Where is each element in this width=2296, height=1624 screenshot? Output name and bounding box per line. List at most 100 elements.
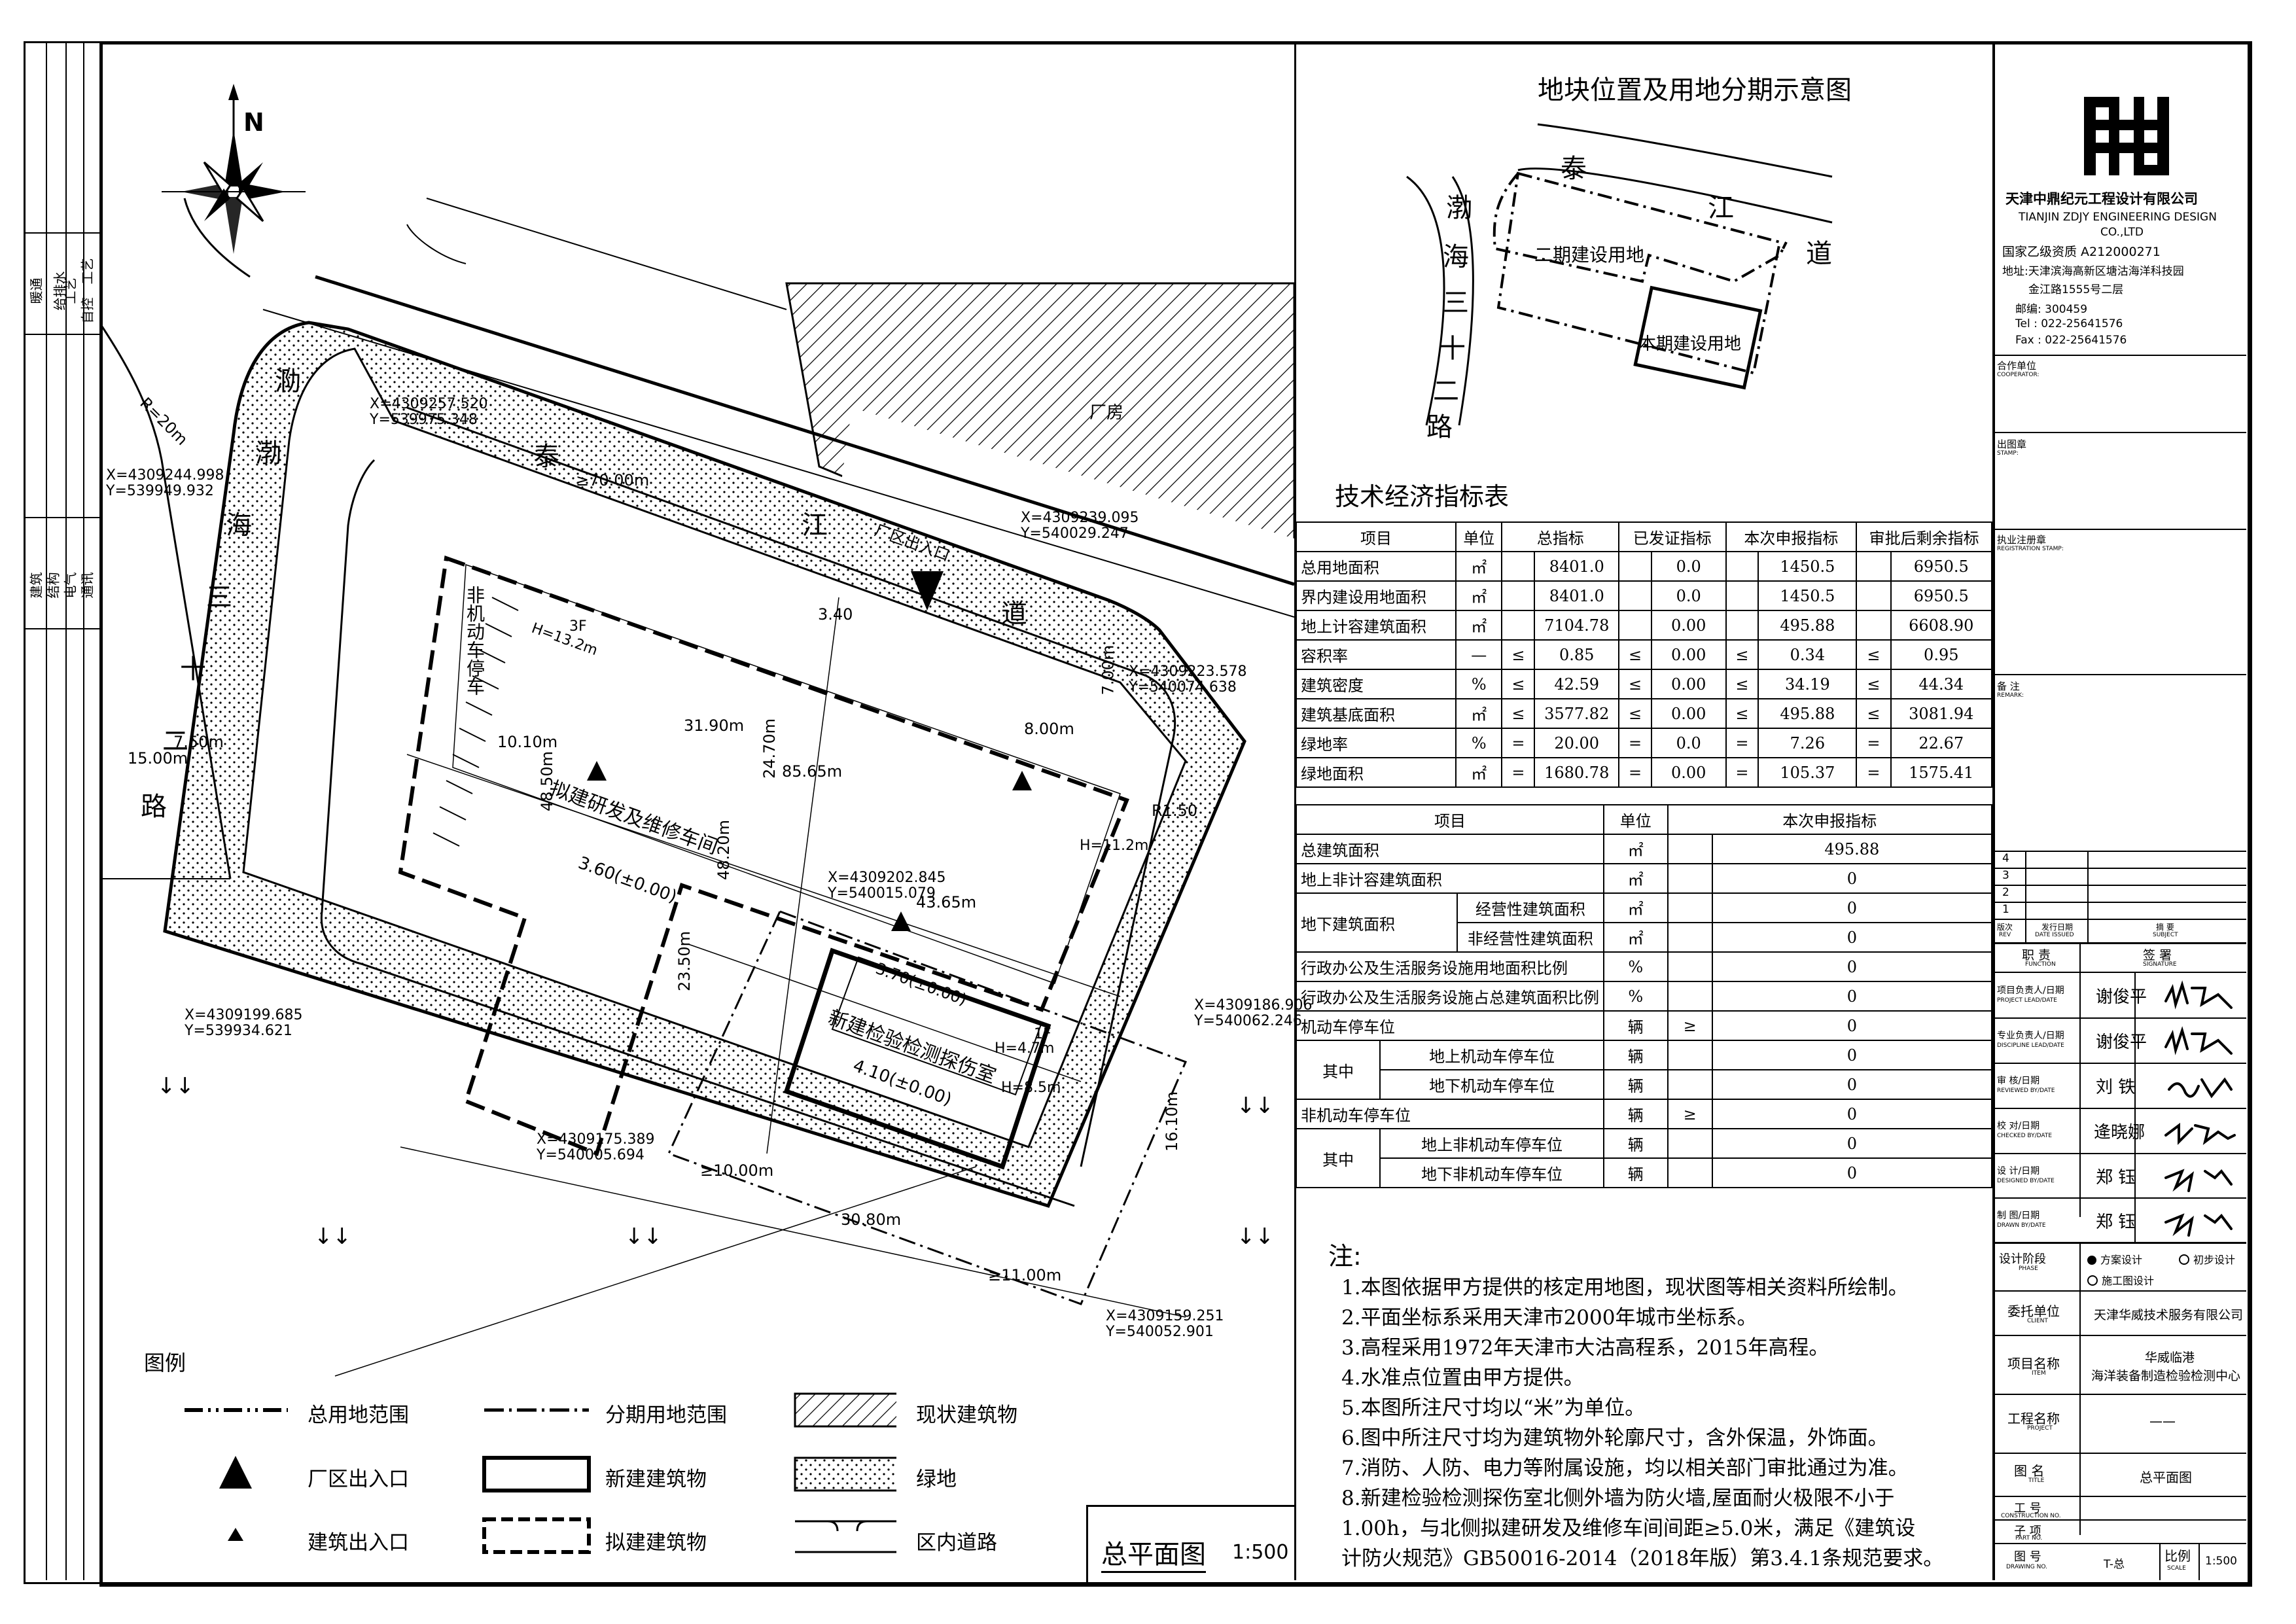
cell-total: 42.59 bbox=[1534, 669, 1620, 699]
new-building-h2: H=8.5m bbox=[1001, 1080, 1061, 1096]
road-char-10: 道 bbox=[1001, 599, 1027, 629]
drawing-frame bbox=[99, 41, 2252, 1587]
radio-selected-icon bbox=[2087, 1256, 2096, 1265]
road-char-3: 海 bbox=[226, 510, 252, 540]
cell-value: 0 bbox=[1711, 1128, 1993, 1159]
cell-op: ≤ bbox=[1856, 639, 1892, 670]
strip-label-comm: 通讯 bbox=[79, 572, 96, 599]
cell-current: 7.26 bbox=[1757, 728, 1858, 758]
cell-op: ≤ bbox=[1501, 669, 1536, 699]
dim-8: 10.10m bbox=[497, 733, 558, 751]
dim-1: 31.90m bbox=[684, 716, 745, 735]
table-row: 行政办公及生活服务设施占总建筑面积比例 % 0 bbox=[1296, 981, 1993, 1012]
cell-op bbox=[1725, 580, 1759, 611]
cell-op bbox=[1667, 951, 1713, 982]
fax: Fax : 022-25641576 bbox=[2015, 334, 2127, 347]
map-road-v-4: 十 bbox=[1439, 334, 1466, 364]
dim-3: 48.20m bbox=[715, 819, 733, 881]
map-road-v-3: 三 bbox=[1443, 288, 1469, 318]
role-drawn-en: DRAWN BY/DATE bbox=[1997, 1222, 2046, 1229]
drawing-scale: 1:500 bbox=[1232, 1541, 1289, 1564]
dim-6: 43.65m bbox=[916, 893, 977, 911]
cell-unit: ㎡ bbox=[1455, 698, 1503, 729]
cell-subitem: 地上机动车停车位 bbox=[1379, 1040, 1604, 1070]
role-designed: 设 计/日期 bbox=[1997, 1166, 2040, 1176]
stamp-label: 出图章 bbox=[1997, 438, 2027, 450]
company-logo bbox=[2084, 97, 2169, 175]
drawing-no-label-en: DRAWING NO. bbox=[2006, 1564, 2047, 1570]
item-name-2: 海洋装备制造检验检测中心 bbox=[2091, 1369, 2241, 1383]
north-arrow bbox=[162, 84, 306, 254]
cell-value: 0 bbox=[1711, 863, 1993, 894]
cell-subitem: 经营性建筑面积 bbox=[1456, 892, 1605, 923]
cell-issued: 0.00 bbox=[1650, 757, 1727, 788]
notes: 注: 1.本图依据甲方提供的核定用地图，现状图等相关资料所绘制。 2.平面坐标系… bbox=[1328, 1240, 1943, 1574]
main-building-floor: 3F bbox=[569, 618, 587, 635]
cell-value: 0 bbox=[1711, 981, 1993, 1012]
cell-total: 0.85 bbox=[1534, 639, 1620, 670]
address-1: 地址:天津滨海高新区塘沽海洋科技园 bbox=[2002, 265, 2184, 278]
cell-remain: 6950.5 bbox=[1890, 551, 1993, 582]
cell-op: ≤ bbox=[1856, 669, 1892, 699]
cell-item: 行政办公及生活服务设施占总建筑面积比例 bbox=[1296, 981, 1604, 1012]
new-building-h1: H=4.7m bbox=[995, 1040, 1055, 1057]
map-road-v-5: 二 bbox=[1433, 376, 1459, 406]
legend-phase-boundary: 分期用地范围 bbox=[605, 1403, 727, 1427]
cell-value: 0 bbox=[1711, 892, 1993, 923]
cell-unit: ㎡ bbox=[1455, 757, 1503, 788]
dim-2: 85.65m bbox=[782, 762, 843, 781]
phase-label: 设计阶段 bbox=[1999, 1252, 2046, 1266]
title-label-en: TITLE bbox=[2028, 1477, 2045, 1484]
table-row: 地下非机动车停车位 辆 0 bbox=[1296, 1157, 1993, 1188]
note-line: 5.本图所注尺寸均以“米”为单位。 bbox=[1341, 1396, 1646, 1420]
cell-op: = bbox=[1725, 728, 1759, 758]
legend-site-entrance: 厂区出入口 bbox=[308, 1468, 409, 1491]
th-total: 总指标 bbox=[1501, 521, 1620, 552]
role-checked-en: CHECKED BY/DATE bbox=[1997, 1133, 2053, 1139]
dim-18: 7.00m bbox=[1099, 644, 1118, 696]
note-line: 4.水准点位置由甲方提供。 bbox=[1341, 1366, 1584, 1390]
cell-total: 8401.0 bbox=[1534, 580, 1620, 611]
cell-unit: % bbox=[1603, 951, 1669, 982]
cell-subitem: 地上非机动车停车位 bbox=[1379, 1128, 1604, 1159]
cell-op: = bbox=[1501, 728, 1536, 758]
rev-header-rev: 版次 bbox=[1997, 923, 2013, 932]
title-label: 图 名 bbox=[2014, 1463, 2045, 1479]
cell-op bbox=[1856, 610, 1892, 641]
dim-17: R1.50 bbox=[1152, 802, 1198, 820]
name-checked: 逄晓娜 bbox=[2094, 1123, 2146, 1142]
table-row: 总建筑面积 ㎡ 495.88 bbox=[1296, 834, 1993, 864]
map-phase1-label: 本期建设用地 bbox=[1639, 334, 1742, 354]
table-row: 其中 地上非机动车停车位 辆 0 bbox=[1295, 1128, 1993, 1188]
north-label: N bbox=[243, 108, 264, 137]
radio-empty-icon bbox=[2087, 1275, 2098, 1286]
company-name-en2: CO.,LTD bbox=[2100, 226, 2144, 239]
main-building bbox=[398, 555, 1129, 1156]
rev-1: 1 bbox=[2002, 903, 2009, 916]
cell-unit: ㎡ bbox=[1455, 610, 1503, 641]
cell-remain: 44.34 bbox=[1890, 669, 1993, 699]
reg-stamp-label-en: REGISTRATION STAMP: bbox=[1997, 546, 2064, 552]
cell-current: 1450.5 bbox=[1757, 580, 1858, 611]
note-line: 1.本图依据甲方提供的核定用地图，现状图等相关资料所绘制。 bbox=[1341, 1276, 1909, 1299]
cell-unit: % bbox=[1455, 728, 1503, 758]
cell-unit: ㎡ bbox=[1603, 922, 1669, 953]
cell-unit: 辆 bbox=[1603, 1157, 1669, 1188]
table-row: 地上非计容建筑面积 ㎡ 0 bbox=[1296, 863, 1993, 894]
item-name-1: 华威临港 bbox=[2145, 1350, 2195, 1365]
scale-label-en: SCALE bbox=[2167, 1565, 2186, 1572]
scale-label: 比例 bbox=[2164, 1548, 2191, 1564]
cell-value: 0 bbox=[1711, 1010, 1993, 1041]
phase-option-construction: 施工图设计 bbox=[2087, 1272, 2154, 1288]
cell-item: 绿地率 bbox=[1295, 728, 1457, 758]
address-2: 金江路1555号二层 bbox=[2028, 283, 2124, 296]
map-road-v-6: 路 bbox=[1426, 412, 1453, 442]
legend-title: 图例 bbox=[144, 1350, 186, 1375]
cell-value: 0 bbox=[1711, 951, 1993, 982]
drawing-no-label: 图 号 bbox=[2014, 1550, 2041, 1564]
cell-unit: ㎡ bbox=[1603, 863, 1669, 894]
sign-header-en: SIGNATURE bbox=[2143, 961, 2177, 968]
tech-header-row: 项目 单位 总指标 已发证指标 本次申报指标 审批后剩余指标 bbox=[1295, 521, 1992, 552]
